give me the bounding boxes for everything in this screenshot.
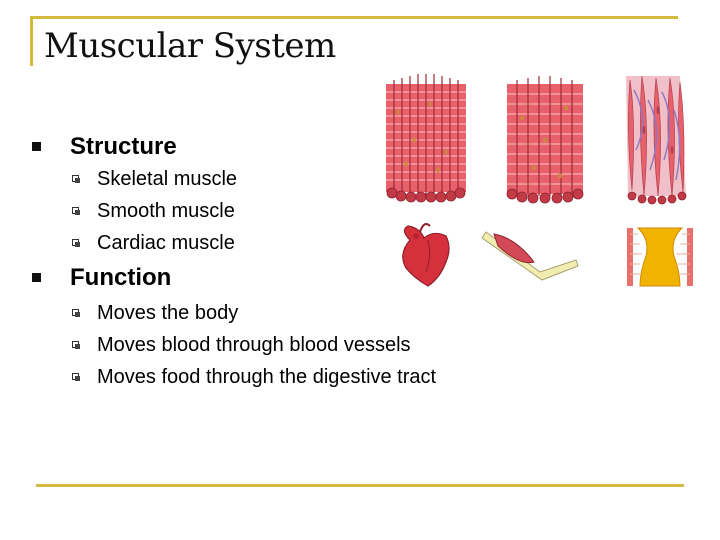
checkbox-bullet-icon: [72, 239, 80, 247]
structure-heading: Structure: [32, 133, 177, 161]
structure-item-smooth: Smooth muscle: [72, 200, 235, 223]
arm-muscle-icon: [481, 231, 579, 281]
smooth-muscle-illustration: [626, 75, 687, 205]
function-item-food: Moves food through the digestive tract: [72, 366, 437, 389]
structure-item-cardiac: Cardiac muscle: [72, 232, 235, 255]
structure-item-skeletal: Skeletal muscle: [72, 168, 238, 191]
function-heading: Function: [32, 264, 172, 292]
checkbox-bullet-icon: [72, 175, 80, 183]
structure-heading-text: Structure: [70, 133, 177, 160]
square-bullet-icon: [32, 142, 41, 151]
slide-title: Muscular System: [44, 26, 336, 66]
structure-item-text: Skeletal muscle: [97, 168, 238, 190]
checkbox-bullet-icon: [72, 309, 80, 317]
checkbox-bullet-icon: [72, 373, 80, 381]
cardiac-muscle-illustration: [506, 76, 584, 204]
tube-smooth-muscle-icon: [627, 227, 693, 287]
square-bullet-icon: [32, 273, 41, 282]
frame-top-line: [30, 16, 678, 19]
frame-left-line: [30, 16, 33, 66]
checkbox-bullet-icon: [72, 207, 80, 215]
function-item-text: Moves blood through blood vessels: [97, 334, 411, 356]
skeletal-muscle-illustration: [386, 74, 466, 203]
function-item-text: Moves the body: [97, 302, 239, 324]
function-item-body: Moves the body: [72, 302, 239, 325]
checkbox-bullet-icon: [72, 341, 80, 349]
frame-bottom-line: [36, 484, 684, 487]
function-item-blood: Moves blood through blood vessels: [72, 334, 411, 357]
structure-item-text: Smooth muscle: [97, 200, 235, 222]
heart-icon: [402, 223, 450, 287]
structure-item-text: Cardiac muscle: [97, 232, 235, 254]
function-heading-text: Function: [70, 264, 172, 291]
function-item-text: Moves food through the digestive tract: [97, 366, 437, 388]
